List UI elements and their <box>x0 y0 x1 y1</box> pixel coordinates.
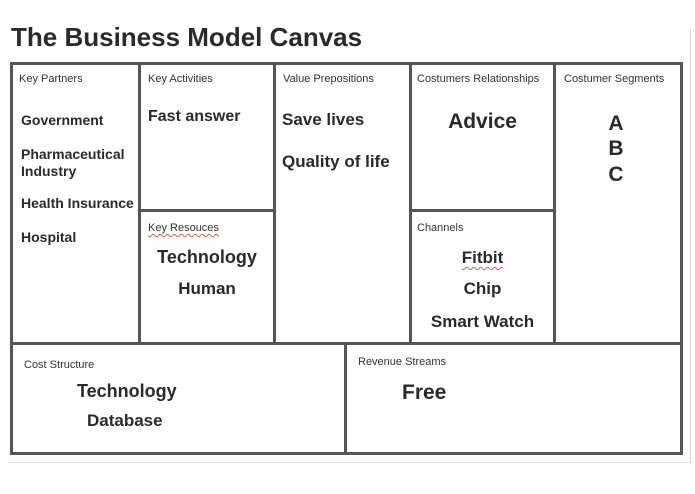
value-item: Save lives <box>282 110 365 129</box>
value-item: Quality of life <box>282 152 390 171</box>
block-label-customer-segments: Costumer Segments <box>564 73 665 85</box>
partner-item: Hospital <box>21 229 77 245</box>
divider-partners-activities <box>138 62 141 344</box>
block-label-revenue-streams: Revenue Streams <box>358 356 447 368</box>
relationship-item: Advice <box>448 110 517 133</box>
page-bottom-divider <box>8 462 692 463</box>
segment-item: B <box>608 137 624 160</box>
block-label-channels: Channels <box>417 222 464 234</box>
block-label-key-resources: Key Resouces <box>148 222 219 234</box>
channel-item: Smart Watch <box>430 312 535 331</box>
page-title: The Business Model Canvas <box>11 22 363 52</box>
block-label-key-activities: Key Activities <box>148 73 213 85</box>
block-label-value-propositions: Value Prepositions <box>283 73 374 85</box>
resource-item: Technology <box>157 247 257 267</box>
channel-item: Fitbit <box>461 248 504 267</box>
segment-item: C <box>608 163 624 186</box>
activity-item: Fast answer <box>148 108 241 125</box>
page-edge-divider <box>690 28 691 464</box>
resource-item: Human <box>178 279 236 298</box>
cost-item: Technology <box>77 381 177 401</box>
partner-item: Pharmaceutical Industry <box>21 146 125 179</box>
divider-activities-resources <box>140 209 275 212</box>
partner-item: Health Insurance <box>21 195 134 211</box>
channel-item: Chip <box>463 279 502 298</box>
block-label-key-partners: Key Partners <box>19 73 83 85</box>
divider-relationships-segments <box>553 62 556 344</box>
partner-item: Government <box>21 112 104 128</box>
block-label-cost-structure: Cost Structure <box>24 359 95 371</box>
divider-activities-value <box>273 62 276 344</box>
block-label-customer-relationships: Costumers Relationships <box>417 73 540 85</box>
revenue-item: Free <box>402 381 447 404</box>
divider-relationships-channels <box>411 209 555 212</box>
segment-item: A <box>608 112 624 135</box>
divider-cost-revenue <box>344 343 347 455</box>
cost-item: Database <box>87 411 163 430</box>
divider-value-relationships <box>409 62 412 344</box>
